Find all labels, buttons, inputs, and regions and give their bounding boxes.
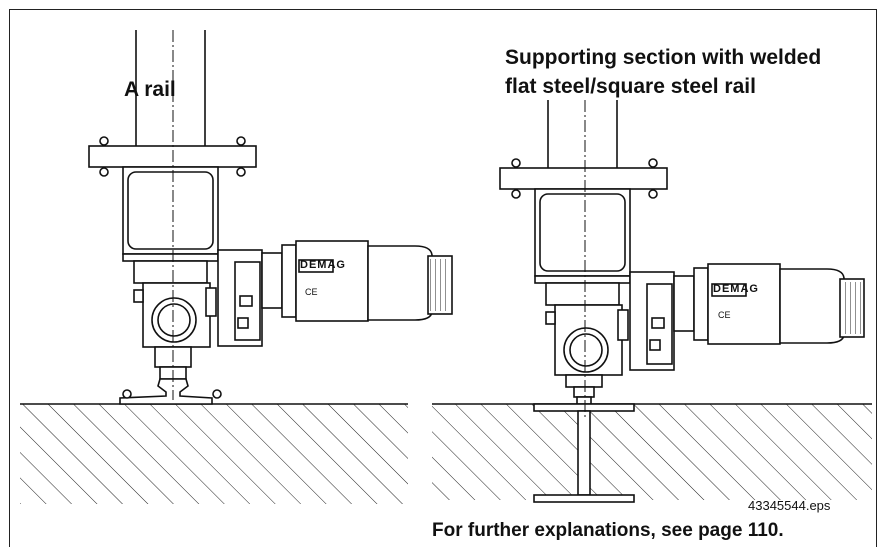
footer-note: For further explanations, see page 110.	[432, 520, 784, 541]
right-title-line2: flat steel/square steel rail	[505, 75, 756, 98]
file-reference: 43345544.eps	[748, 498, 831, 513]
ground-left	[20, 403, 408, 504]
right-title-line1: Supporting section with welded	[505, 46, 822, 69]
ce-mark-left: CE	[305, 287, 318, 297]
ce-mark-right: CE	[718, 310, 731, 320]
page-frame	[9, 9, 877, 547]
left-title: A rail	[124, 78, 176, 101]
motor-brand-left: DEMAG	[300, 259, 346, 271]
ground-right	[432, 403, 872, 500]
right-assembly	[499, 100, 865, 503]
motor-brand-right: DEMAG	[713, 283, 759, 295]
